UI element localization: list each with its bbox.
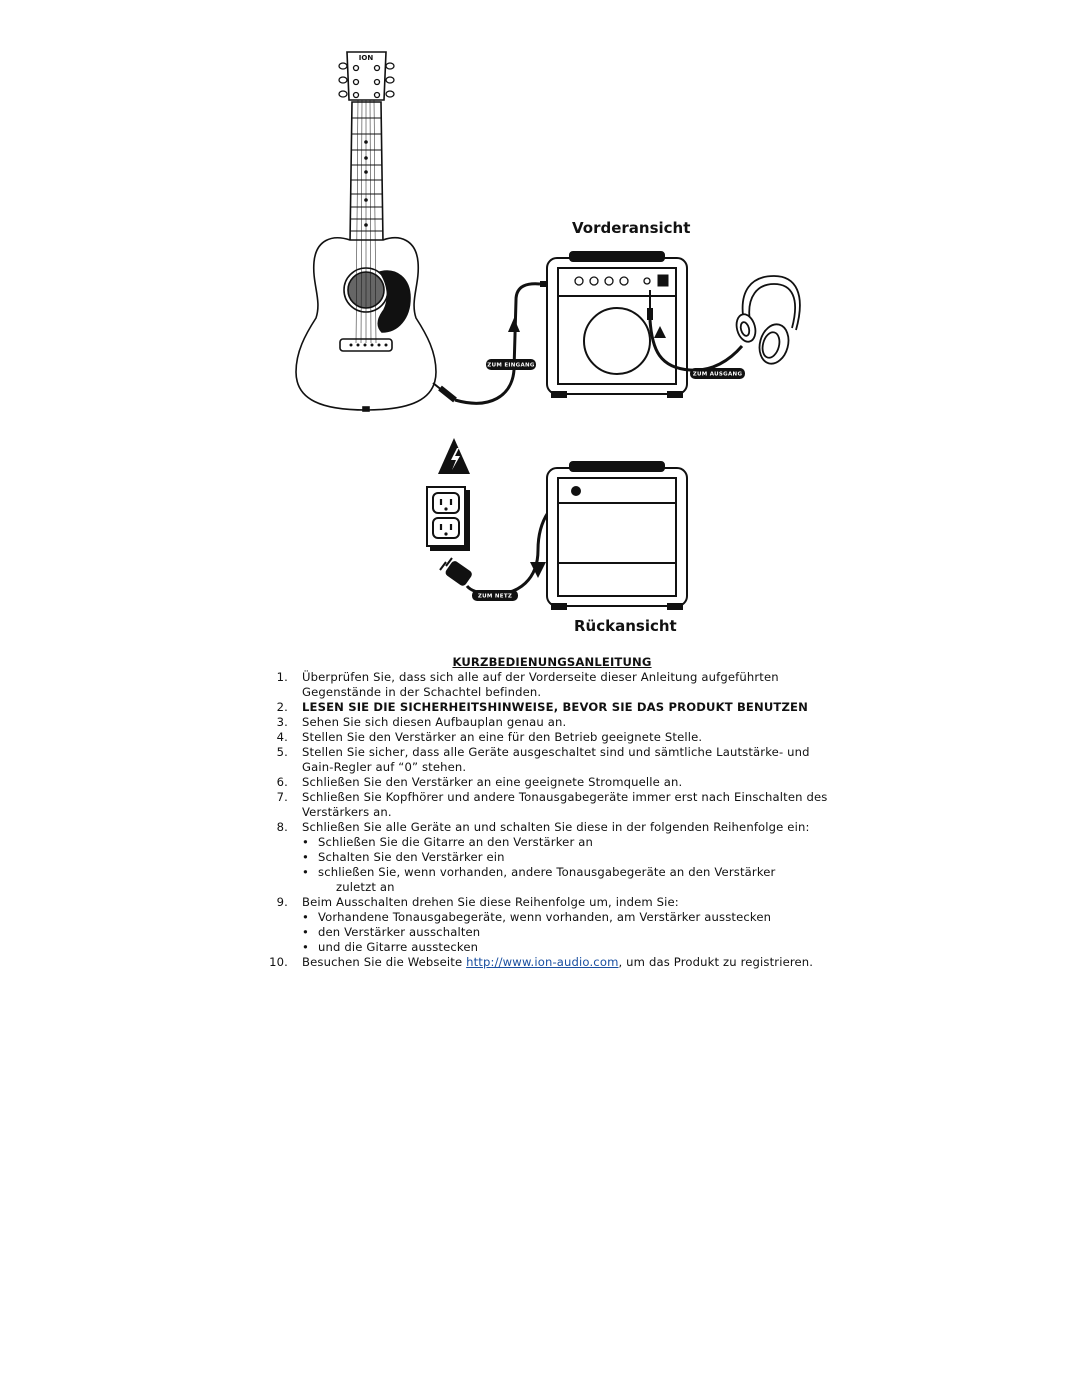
output-tag bbox=[690, 368, 745, 379]
website-link[interactable]: http://www.ion-audio.com bbox=[466, 955, 619, 969]
front-view-label: Vorderansicht bbox=[572, 219, 691, 237]
output-tag-label: ZUM AUSGANG bbox=[693, 372, 743, 378]
step-text: Stellen Sie sicher, dass alle Geräte aus… bbox=[302, 745, 810, 774]
step-7: 7. Schließen Sie Kopfhörer und andere To… bbox=[262, 790, 842, 820]
bullet-icon: • bbox=[302, 835, 309, 849]
step-text: LESEN SIE DIE SICHERHEITSHINWEISE, BEVOR… bbox=[302, 700, 808, 714]
step-6: 6. Schließen Sie den Verstärker an eine … bbox=[262, 775, 842, 790]
setup-diagram: ION bbox=[295, 51, 801, 610]
step-text: Schließen Sie Kopfhörer und andere Tonau… bbox=[302, 790, 828, 819]
headphones-illustration bbox=[735, 275, 801, 365]
step-4: 4. Stellen Sie den Verstärker an eine fü… bbox=[262, 730, 842, 745]
step-text: Sehen Sie sich diesen Aufbauplan genau a… bbox=[302, 715, 567, 729]
bullet-text: und die Gitarre ausstecken bbox=[318, 940, 479, 954]
step-3: 3. Sehen Sie sich diesen Aufbauplan gena… bbox=[262, 715, 842, 730]
step-10: 10. Besuchen Sie die Webseite http://www… bbox=[262, 955, 842, 970]
step-text: Besuchen Sie die Webseite bbox=[302, 955, 463, 969]
step-8-bullet: • schließen Sie, wenn vorhanden, andere … bbox=[262, 865, 842, 895]
step-text: Stellen Sie den Verstärker an eine für d… bbox=[302, 730, 703, 744]
step-8-bullet: • Schalten Sie den Verstärker ein bbox=[262, 850, 842, 865]
guitar-illustration: ION bbox=[295, 51, 437, 412]
manual-title: KURZBEDIENUNGSANLEITUNG bbox=[452, 655, 652, 669]
power-tag-label: ZUM NETZ bbox=[478, 594, 512, 600]
step-text: Schließen Sie alle Geräte an und schalte… bbox=[302, 820, 810, 834]
step-number: 8. bbox=[276, 820, 288, 834]
input-cable: ZUM EINGANG bbox=[432, 281, 553, 405]
quick-start-guide: KURZBEDIENUNGSANLEITUNG 1. Überprüfen Si… bbox=[262, 655, 842, 970]
bullet-text: Schließen Sie die Gitarre an den Verstär… bbox=[318, 835, 593, 849]
step-number: 2. bbox=[276, 700, 288, 714]
input-tag-label: ZUM EINGANG bbox=[487, 363, 535, 369]
step-number: 10. bbox=[269, 955, 288, 969]
bullet-icon: • bbox=[302, 865, 309, 879]
wall-outlet-icon bbox=[426, 486, 470, 551]
bullet-text-continued: zuletzt an bbox=[336, 880, 395, 894]
bullet-icon: • bbox=[302, 940, 309, 954]
output-cable: ZUM AUSGANG bbox=[647, 290, 745, 379]
step-8: 8. Schließen Sie alle Geräte an und scha… bbox=[262, 820, 842, 835]
step-5: 5. Stellen Sie sicher, dass alle Geräte … bbox=[262, 745, 842, 775]
step-8-bullet: • Schließen Sie die Gitarre an den Verst… bbox=[262, 835, 842, 850]
bullet-text: schließen Sie, wenn vorhanden, andere To… bbox=[318, 865, 776, 879]
step-number: 6. bbox=[276, 775, 288, 789]
step-number: 9. bbox=[276, 895, 288, 909]
step-9: 9. Beim Ausschalten drehen Sie diese Rei… bbox=[262, 895, 842, 910]
step-number: 5. bbox=[276, 745, 288, 759]
bullet-icon: • bbox=[302, 910, 309, 924]
rear-view-label: Rückansicht bbox=[574, 617, 677, 635]
input-tag bbox=[486, 359, 536, 370]
warning-triangle-icon bbox=[438, 438, 470, 474]
bullet-icon: • bbox=[302, 925, 309, 939]
brand-logo: ION bbox=[359, 54, 374, 62]
bullet-text: den Verstärker ausschalten bbox=[318, 925, 481, 939]
step-text: Schließen Sie den Verstärker an eine gee… bbox=[302, 775, 683, 789]
step-number: 7. bbox=[276, 790, 288, 804]
step-9-bullet: • Vorhandene Tonausgabegeräte, wenn vorh… bbox=[262, 910, 842, 925]
step-2: 2. LESEN SIE DIE SICHERHEITSHINWEISE, BE… bbox=[262, 700, 842, 715]
step-1: 1. Überprüfen Sie, dass sich alle auf de… bbox=[262, 670, 842, 700]
step-9-bullet: • und die Gitarre ausstecken bbox=[262, 940, 842, 955]
bullet-text: Schalten Sie den Verstärker ein bbox=[318, 850, 505, 864]
power-plug-icon bbox=[439, 557, 472, 586]
amp-front-illustration bbox=[546, 251, 688, 398]
step-text-end: , um das Produkt zu registrieren. bbox=[618, 955, 814, 969]
step-text: Beim Ausschalten drehen Sie diese Reihen… bbox=[302, 895, 679, 909]
step-number: 1. bbox=[276, 670, 288, 684]
step-number: 4. bbox=[276, 730, 288, 744]
step-9-bullet: • den Verstärker ausschalten bbox=[262, 925, 842, 940]
bullet-text: Vorhandene Tonausgabegeräte, wenn vorhan… bbox=[318, 910, 772, 924]
step-text: Überprüfen Sie, dass sich alle auf der V… bbox=[302, 670, 779, 699]
power-tag bbox=[472, 590, 518, 601]
step-number: 3. bbox=[276, 715, 288, 729]
bullet-icon: • bbox=[302, 850, 309, 864]
amp-rear-illustration bbox=[546, 461, 688, 610]
